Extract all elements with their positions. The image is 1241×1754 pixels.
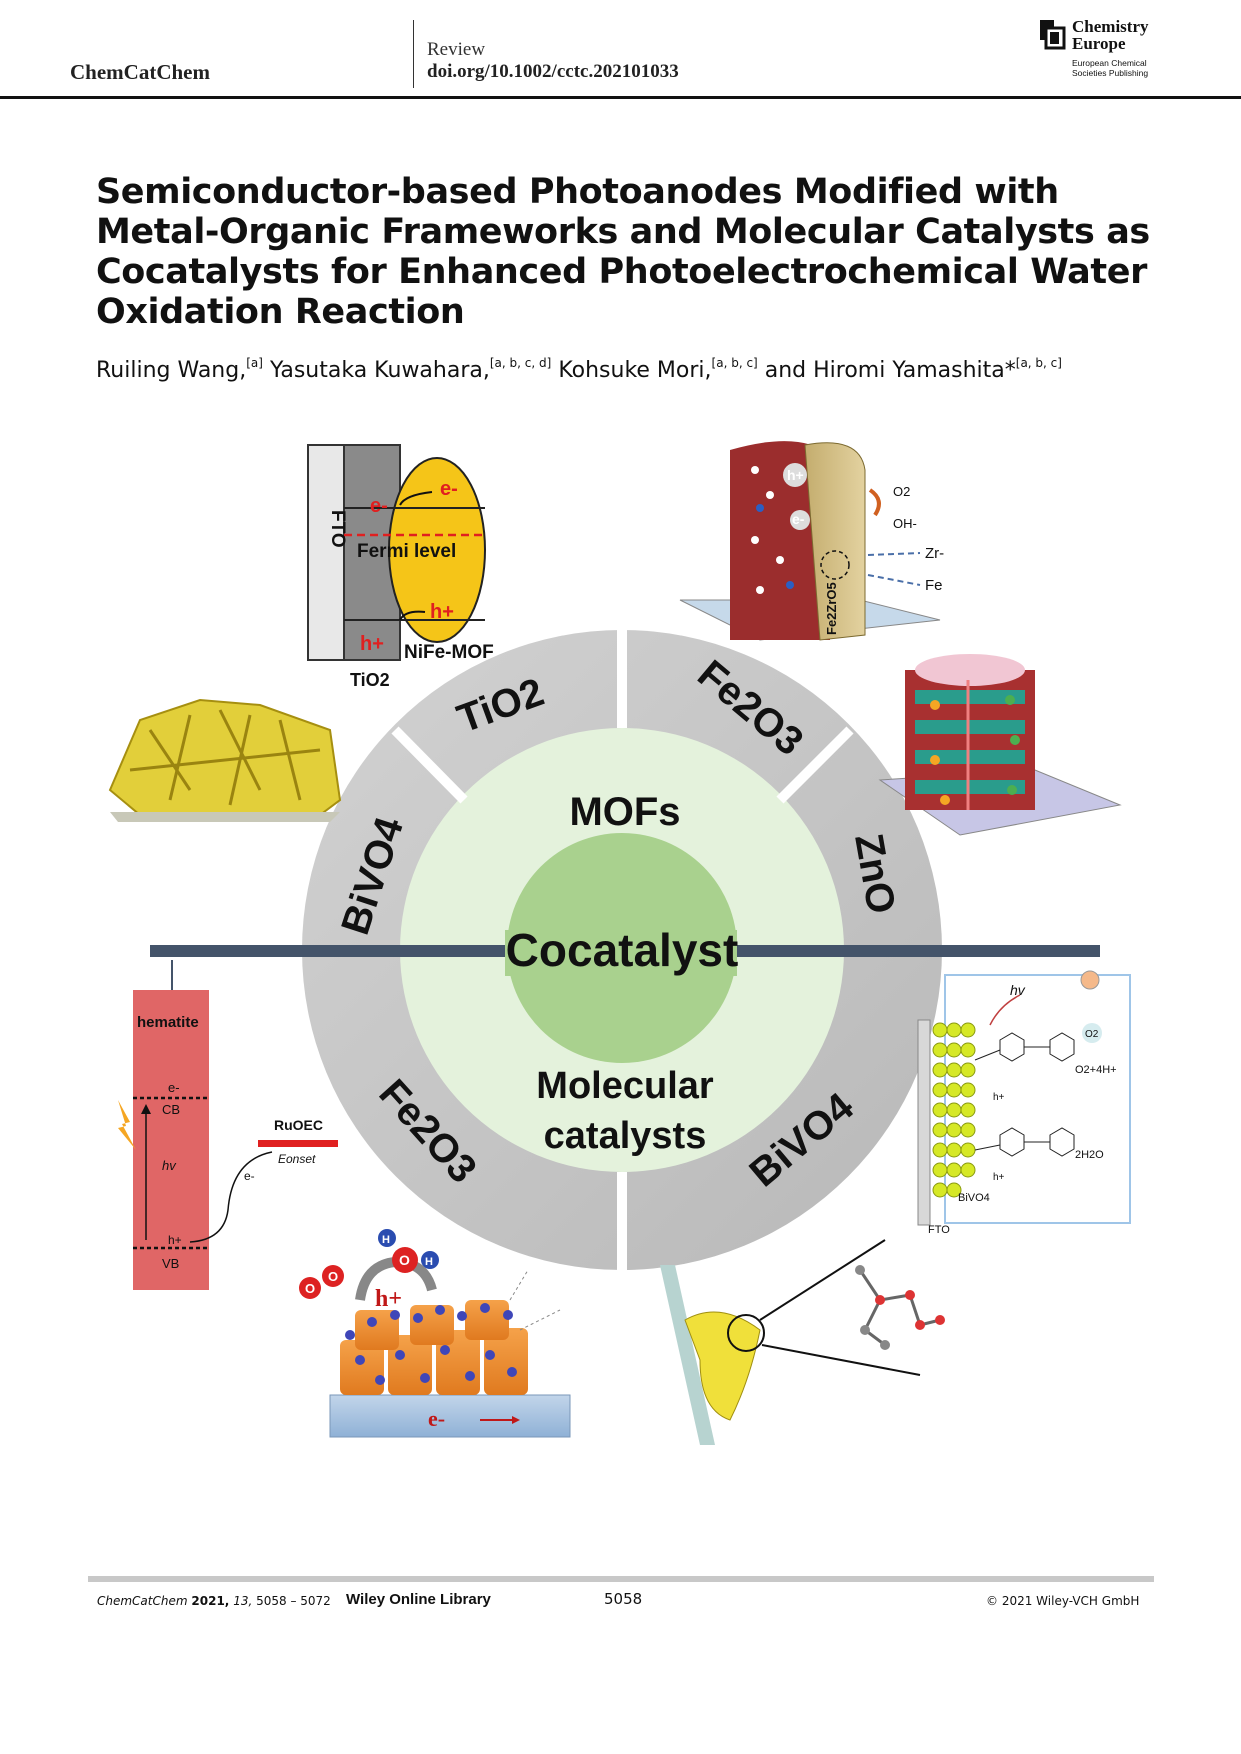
zr-label: Zr- — [925, 545, 944, 562]
panel-hematite-ruoec: hematite e- CB hv h+ VB RuOEC Eonset e- — [118, 960, 338, 1290]
author-name[interactable]: Yasutaka Kuwahara, — [269, 358, 490, 383]
toc-graphic: Cocatalyst MOFs Molecular catalysts TiO2… — [108, 441, 1131, 1445]
author-affiliation: [a, b, c] — [1015, 356, 1062, 370]
hv-label: hv — [1010, 982, 1026, 998]
hole-label: h+ — [993, 1092, 1005, 1103]
reaction-label: O2+4H+ — [1075, 1064, 1117, 1076]
hematite-label: hematite — [137, 1014, 199, 1031]
panel-bivo4-molecular: hv O2 O2+4H+ 2H2O h+ h+ BiVO4 FTO — [917, 970, 1131, 1236]
nife-mof-label: NiFe-MOF — [404, 642, 494, 663]
bivo4-label: BiVO4 — [958, 1192, 990, 1204]
page-number: 5058 — [604, 1590, 643, 1608]
author-name[interactable]: Ruiling Wang, — [96, 358, 247, 383]
oxygen-atom: O — [305, 1281, 315, 1296]
citation-journal: ChemCatChem — [97, 1594, 188, 1608]
electron-label: e- — [792, 511, 805, 527]
o2-label: O2 — [1085, 1029, 1099, 1040]
oxygen-atom: O — [399, 1252, 410, 1268]
catalysts-label: catalysts — [544, 1115, 707, 1157]
wiley-online-library-link[interactable]: Wiley Online Library — [346, 1591, 491, 1608]
fe2zro5-label: Fe2ZrO5 — [824, 582, 839, 635]
publisher-name-line2: Europe — [1072, 34, 1126, 53]
hole-label: h+ — [993, 1172, 1005, 1183]
footer-rule — [88, 1576, 1154, 1582]
article-title: Semiconductor-based Photoanodes Modified… — [96, 172, 1150, 332]
publisher-subtitle-line2: Societies Publishing — [1072, 68, 1149, 78]
author-affiliation: [a] — [246, 356, 263, 370]
citation: ChemCatChem 2021, 13, 5058 – 5072 — [97, 1594, 331, 1608]
electron-label: e- — [428, 1406, 445, 1431]
hv-label: hv — [162, 1158, 177, 1173]
author-name[interactable]: Kohsuke Mori, — [558, 358, 712, 383]
ruoec-label: RuOEC — [274, 1117, 323, 1133]
doi-link[interactable]: doi.org/10.1002/cctc.202101033 — [427, 61, 679, 82]
journal-name: ChemCatChem — [70, 60, 210, 84]
o2-label: O2 — [893, 484, 910, 499]
hole-label: h+ — [360, 633, 384, 655]
author-affiliation: [a, b, c, d] — [489, 356, 552, 370]
hydroxide-label: OH- — [893, 516, 917, 531]
citation-volume: 13, — [233, 1594, 253, 1608]
hydrogen-atom: H — [382, 1234, 390, 1246]
fto-label: FTO — [327, 510, 348, 548]
cb-label: CB — [162, 1102, 180, 1117]
hydrogen-atom: H — [425, 1256, 433, 1268]
cocatalyst-label-bg — [505, 930, 737, 976]
hole-label: h+ — [375, 1286, 402, 1312]
molecular-label: Molecular — [536, 1065, 714, 1107]
mofs-label: MOFs — [569, 790, 680, 834]
author-name[interactable]: and Hiromi Yamashita* — [764, 358, 1016, 383]
panel-bivo4-molecular-zoom — [660, 1239, 945, 1445]
vb-label: VB — [162, 1256, 179, 1271]
article-type: Review — [427, 39, 486, 60]
oxygen-atom: O — [328, 1269, 338, 1284]
header-separator — [413, 20, 414, 88]
panel-zno-stacked-mof — [878, 654, 1122, 836]
hole-label: h+ — [430, 601, 454, 623]
copyright: © 2021 Wiley-VCH GmbH — [986, 1594, 1140, 1608]
electron-label: e- — [370, 495, 388, 517]
panel-fe2o3-nanotube: h+ e- O2 OH- Zr- Fe Fe2ZrO5 — [679, 441, 944, 641]
panel-bivo4-nanosheets — [108, 698, 342, 822]
electron-label: e- — [168, 1080, 180, 1095]
author-list: Ruiling Wang,[a] Yasutaka Kuwahara,[a, b… — [96, 356, 1062, 383]
electron-label: e- — [244, 1169, 255, 1183]
water-label: 2H2O — [1075, 1149, 1104, 1161]
author-affiliation: [a, b, c] — [711, 356, 758, 370]
eonset-label: Eonset — [278, 1152, 316, 1166]
fe-label: Fe — [925, 577, 943, 594]
fto-label: FTO — [928, 1224, 950, 1236]
citation-pages: 5058 – 5072 — [256, 1594, 331, 1608]
fermi-level-label: Fermi level — [357, 541, 456, 562]
lightning-icon — [118, 1100, 136, 1150]
hole-label: h+ — [168, 1233, 182, 1247]
citation-year: 2021, — [191, 1594, 230, 1608]
publisher-subtitle-line1: European Chemical — [1072, 58, 1147, 68]
chemistry-europe-logo-icon — [1040, 20, 1066, 50]
panel-tio2-band-diagram: FTO e- e- Fermi level h+ h+ NiFe-MOF TiO… — [307, 444, 494, 690]
panel-fe2o3-molecular-surface: h+ e- O O O H H — [299, 1229, 571, 1438]
header-rule — [0, 96, 1241, 99]
cocatalyst-label: Cocatalyst — [506, 924, 739, 976]
publisher-name-line1: Chemistry — [1072, 17, 1149, 36]
tio2-substrate-label: TiO2 — [350, 670, 390, 690]
hole-label: h+ — [787, 467, 804, 483]
electron-label: e- — [440, 478, 458, 500]
